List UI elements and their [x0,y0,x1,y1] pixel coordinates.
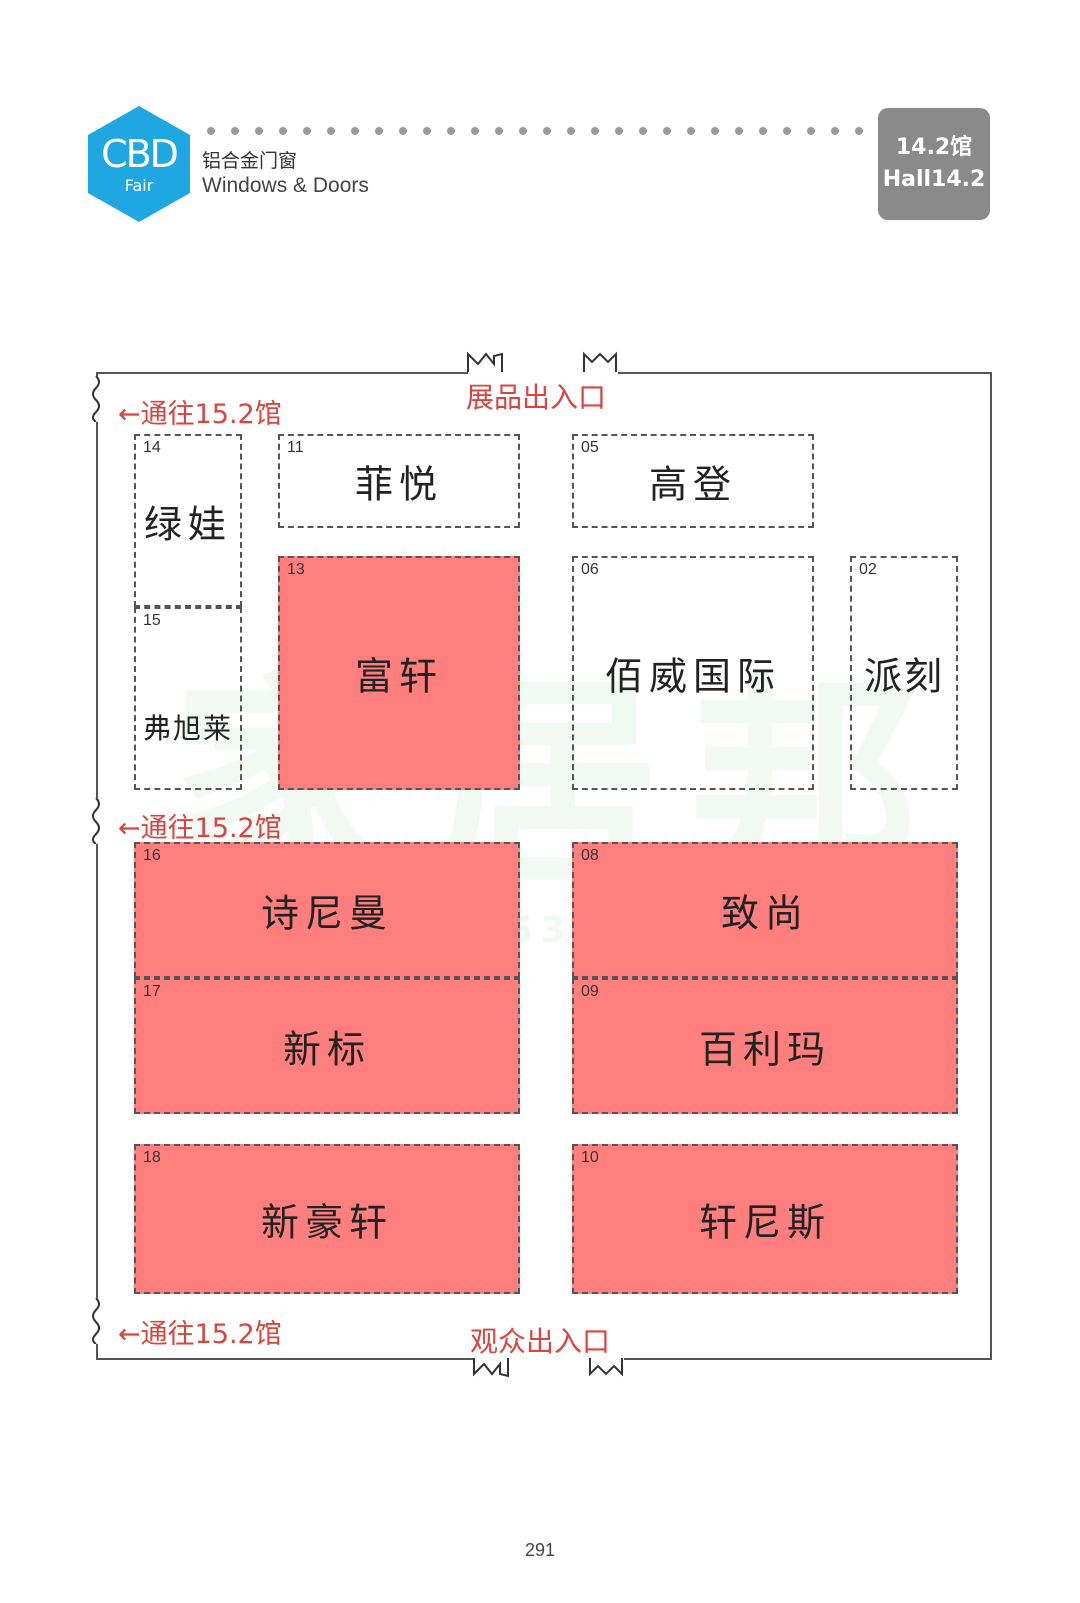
booth-11[interactable]: 11 菲悦 [278,434,520,528]
booth-name: 弗旭莱 [142,712,233,746]
booth-number: 11 [287,439,304,456]
category-en: Windows & Doors [202,174,369,197]
booth-number: 15 [143,612,161,629]
logo-main-text: CBD [101,132,179,176]
category-cn: 铝合金门窗 [202,150,298,172]
visitor-entrance-label: 观众出入口 [470,1325,611,1358]
booth-name: 诗尼曼 [260,891,393,936]
booth-name: 佰威国际 [604,654,781,699]
booth-number: 17 [143,983,161,1000]
passage-label-2: ←通往15.2馆 [118,813,282,844]
booth-18[interactable]: 18 新豪轩 [134,1144,520,1294]
booth-02[interactable]: 02 派刻 [850,556,958,790]
booth-16[interactable]: 16 诗尼曼 [134,842,520,978]
booth-14[interactable]: 14 绿娃 [134,434,242,607]
door-icon [583,351,617,372]
booth-name: 轩尼斯 [698,1200,831,1245]
booth-name: 新豪轩 [260,1200,393,1245]
passage-label-1: ←通往15.2馆 [118,399,282,430]
booth-name: 致尚 [720,891,809,936]
exhibit-entrance-label: 展品出入口 [466,381,607,414]
booth-number: 14 [143,439,161,456]
door-icon [589,1358,623,1377]
booth-13[interactable]: 13 富轩 [278,556,520,790]
booth-number: 02 [859,561,877,578]
booth-number: 13 [287,561,305,578]
side-door-icon [92,798,102,844]
side-door-icon [92,1298,102,1344]
booth-08[interactable]: 08 致尚 [572,842,958,978]
bottom-entrance-gap [474,1356,624,1364]
booth-number: 05 [581,439,599,456]
booth-09[interactable]: 09 百利玛 [572,978,958,1114]
booth-name: 菲悦 [354,462,443,507]
hall-badge: 14.2馆 Hall14.2 [878,108,990,220]
booth-name: 富轩 [354,654,443,699]
side-door-icon [92,376,102,422]
booth-05[interactable]: 05 高登 [572,434,814,528]
page-number: 291 [524,1540,556,1560]
booth-number: 16 [143,847,161,864]
door-icon [467,351,503,372]
passage-label-3: ←通往15.2馆 [118,1319,282,1350]
top-entrance-gap [468,368,618,376]
booth-name: 百利玛 [698,1027,831,1072]
booth-number: 18 [143,1149,161,1166]
hall-en: Hall14.2 [882,167,986,192]
booth-name: 派刻 [863,654,944,699]
booth-number: 08 [581,847,599,864]
booth-number: 09 [581,983,599,1000]
booth-17[interactable]: 17 新标 [134,978,520,1114]
hall-cn: 14.2馆 [895,135,973,160]
booth-number: 10 [581,1149,599,1166]
booth-number: 06 [581,561,599,578]
logo-sub-text: Fair [124,176,154,195]
booth-name: 新标 [282,1027,371,1072]
booth-10[interactable]: 10 轩尼斯 [572,1144,958,1294]
door-icon [473,1358,509,1378]
dotted-divider [207,127,863,135]
booth-name: 高登 [648,462,737,507]
hexagon-logo-icon [88,106,190,222]
booth-name: 绿娃 [143,502,232,546]
booth-15[interactable]: 15 弗旭莱 [134,607,242,790]
cbd-fair-logo: CBD Fair [86,104,192,224]
booth-06[interactable]: 06 佰威国际 [572,556,814,790]
